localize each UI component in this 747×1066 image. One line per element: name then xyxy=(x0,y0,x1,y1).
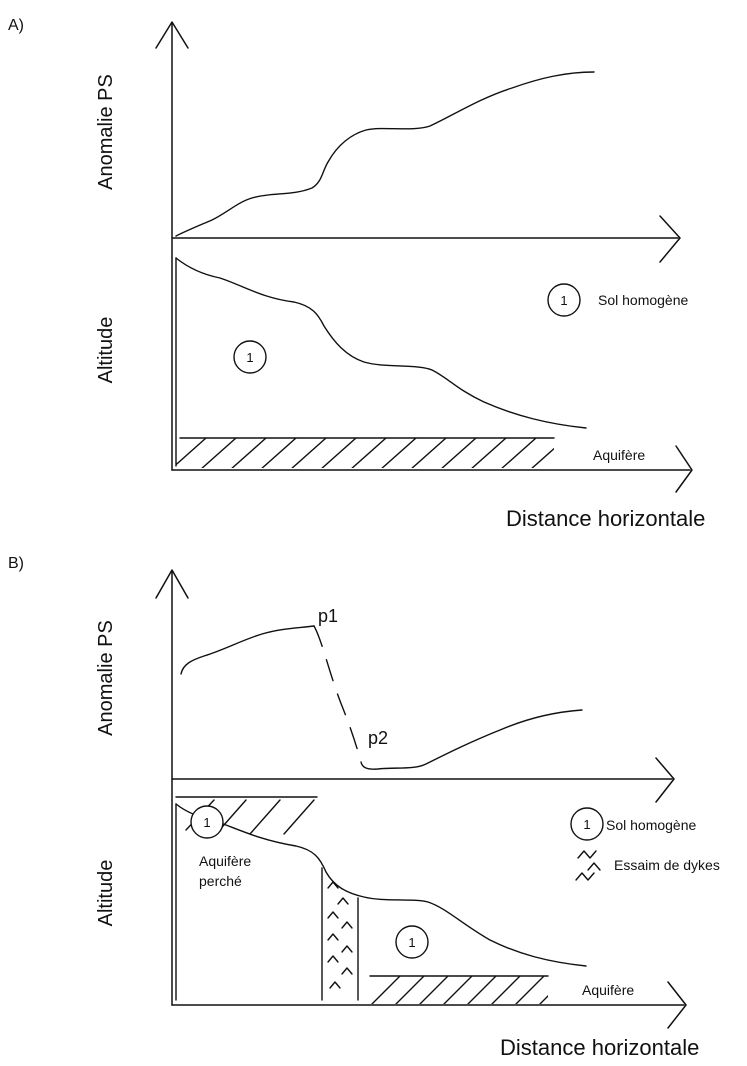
panel-b-label: B) xyxy=(8,555,24,572)
panel-b-point-p2: p2 xyxy=(368,728,388,748)
panel-a-topography-curve xyxy=(175,257,587,429)
panel-b-middle-arrowhead xyxy=(655,757,675,803)
panel-b-perched-aquifer-label-line2: perché xyxy=(199,873,242,889)
panel-b-vertical-arrowhead xyxy=(155,569,189,599)
panel-b-ps-anomaly-dashed-drop xyxy=(313,625,362,763)
panel-a-legend-text: Sol homogène xyxy=(598,292,689,308)
panel-b-legend-soil-text: Sol homogène xyxy=(606,817,697,833)
panel-b-dyke-swarm-pattern xyxy=(327,881,353,989)
panel-b-zone1-number-left: 1 xyxy=(203,815,210,830)
panel-b-bottom-arrowhead xyxy=(667,981,687,1029)
panel-b-legend-circle xyxy=(570,807,604,841)
panel-a: A) Anomalie PS Altitude 1 1 Sol homogène… xyxy=(8,17,705,531)
panel-b-xlabel: Distance horizontale xyxy=(500,1035,699,1060)
panel-b-ylabel-anomalie: Anomalie PS xyxy=(95,620,117,736)
panel-a-aquifer-hatching xyxy=(176,438,554,468)
panel-b-ps-anomaly-curve-right xyxy=(360,709,583,770)
panel-a-zone1-circle xyxy=(233,340,267,374)
panel-b-topography-curve xyxy=(175,803,587,967)
panel-b-ylabel-altitude: Altitude xyxy=(95,860,117,927)
panel-b-ps-anomaly-curve-left xyxy=(180,625,315,675)
panel-a-xlabel: Distance horizontale xyxy=(506,506,705,531)
panel-a-ylabel-altitude: Altitude xyxy=(95,317,117,384)
panel-a-legend-number: 1 xyxy=(560,293,567,308)
panel-b-aquifer-hatching xyxy=(371,976,548,1004)
panel-b-zone1-number-right: 1 xyxy=(408,935,415,950)
panel-a-label: A) xyxy=(8,17,24,34)
panel-b-legend-number: 1 xyxy=(583,817,590,832)
panel-b: B) Anomalie PS Altitude p1 p2 Aquifère p… xyxy=(8,555,720,1060)
panel-a-middle-arrowhead xyxy=(659,215,681,263)
panel-a-vertical-arrowhead xyxy=(155,21,189,49)
panel-b-perched-aquifer-label-line1: Aquifère xyxy=(199,853,251,869)
panel-b-zone1-circle-right xyxy=(395,925,429,959)
panel-a-ps-anomaly-curve xyxy=(175,71,595,237)
panel-a-zone1-number: 1 xyxy=(246,350,253,365)
panel-a-bottom-arrowhead xyxy=(675,445,693,493)
panel-b-legend-dyke-icon xyxy=(575,850,601,881)
panel-b-zone1-circle-left xyxy=(190,805,224,839)
panel-b-point-p1: p1 xyxy=(318,606,338,626)
panel-a-legend-circle xyxy=(547,283,581,317)
panel-b-legend-dykes-text: Essaim de dykes xyxy=(614,857,720,873)
panel-b-aquifer-label: Aquifère xyxy=(582,982,634,998)
panel-a-ylabel-anomalie: Anomalie PS xyxy=(95,74,117,190)
panel-a-aquifer-label: Aquifère xyxy=(593,447,645,463)
